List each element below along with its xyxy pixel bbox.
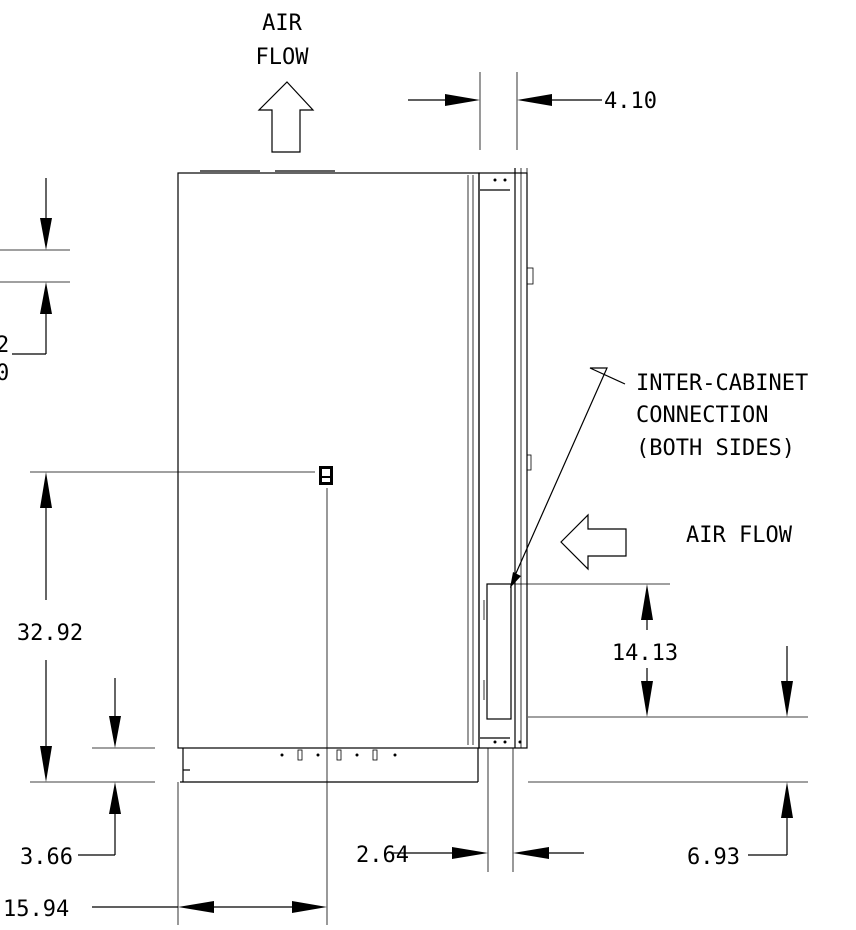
- control-panel-icon: [319, 466, 333, 485]
- cabinet-side-panel: [478, 168, 534, 749]
- air-flow-left-arrow-icon: [560, 513, 627, 571]
- air-flow-top-label-line1: AIR: [262, 11, 302, 36]
- inter-cabinet-label-line1: INTER-CABINET: [636, 371, 808, 396]
- dim-6-93-label: 6.93: [687, 845, 740, 870]
- dim-2-64-label: 2.64: [356, 843, 409, 868]
- cabinet-body: [177, 172, 480, 749]
- dim-14-13-label: 14.13: [612, 641, 678, 666]
- dim-15-94-label: 15.94: [3, 897, 69, 922]
- dim-32-92-label: 32.92: [17, 621, 83, 646]
- cut-dim-label-line2: 0: [0, 361, 9, 386]
- inter-cabinet-label-line3: (BOTH SIDES): [636, 436, 795, 461]
- inter-cabinet-label-line2: CONNECTION: [636, 403, 768, 428]
- inter-cabinet-leader: [512, 367, 626, 581]
- inter-cabinet-connection-plate: [486, 583, 512, 720]
- dim-4-10-label: 4.10: [604, 89, 657, 114]
- cut-dim-label-line1: 2: [0, 333, 9, 358]
- air-flow-side-label: AIR FLOW: [686, 523, 793, 548]
- air-flow-up-arrow-icon: [257, 81, 315, 153]
- air-flow-top-label-line2: FLOW: [256, 45, 310, 70]
- cabinet-base: [180, 748, 479, 783]
- dim-3-66-label: 3.66: [20, 845, 73, 870]
